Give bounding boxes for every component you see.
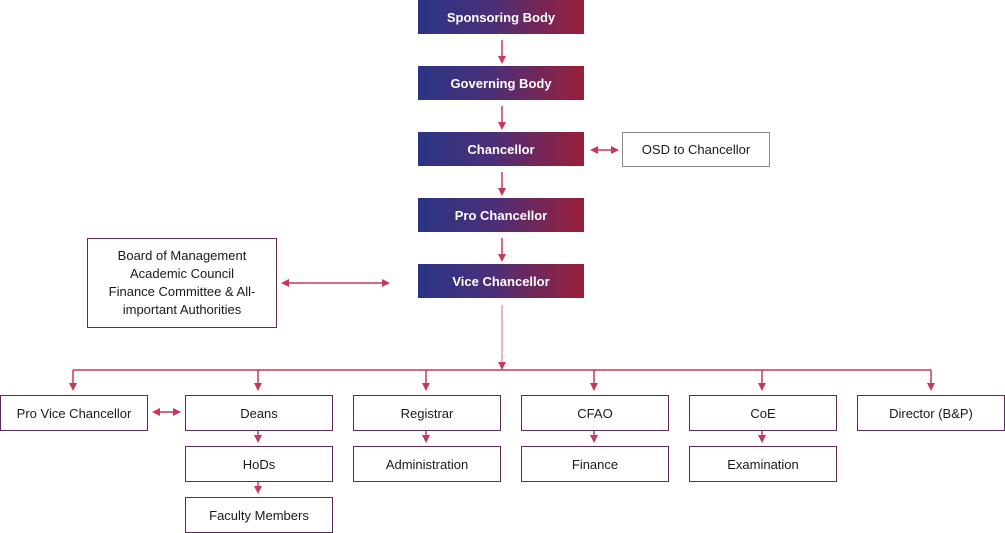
node-cfao: CFAO [521, 395, 669, 431]
authority-line: Finance Committee & All- [108, 284, 256, 299]
node-hods: HoDs [185, 446, 333, 482]
node-administration: Administration [353, 446, 501, 482]
authority-line: important Authorities [122, 302, 242, 317]
node-examination: Examination [689, 446, 837, 482]
node-chancellor: Chancellor [418, 132, 584, 166]
node-deans: Deans [185, 395, 333, 431]
node-coe: CoE [689, 395, 837, 431]
node-director-bp: Director (B&P) [857, 395, 1005, 431]
node-finance: Finance [521, 446, 669, 482]
node-registrar: Registrar [353, 395, 501, 431]
authority-line: Board of Management [117, 248, 247, 263]
node-faculty-members: Faculty Members [185, 497, 333, 533]
node-vice-chancellor: Vice Chancellor [418, 264, 584, 298]
authority-line: Academic Council [129, 266, 235, 281]
node-sponsoring-body: Sponsoring Body [418, 0, 584, 34]
node-osd-to-chancellor: OSD to Chancellor [622, 132, 770, 167]
node-pro-chancellor: Pro Chancellor [418, 198, 584, 232]
node-governing-body: Governing Body [418, 66, 584, 100]
node-pro-vice-chancellor: Pro Vice Chancellor [0, 395, 148, 431]
node-authorities: Board of Management Academic Council Fin… [87, 238, 277, 328]
